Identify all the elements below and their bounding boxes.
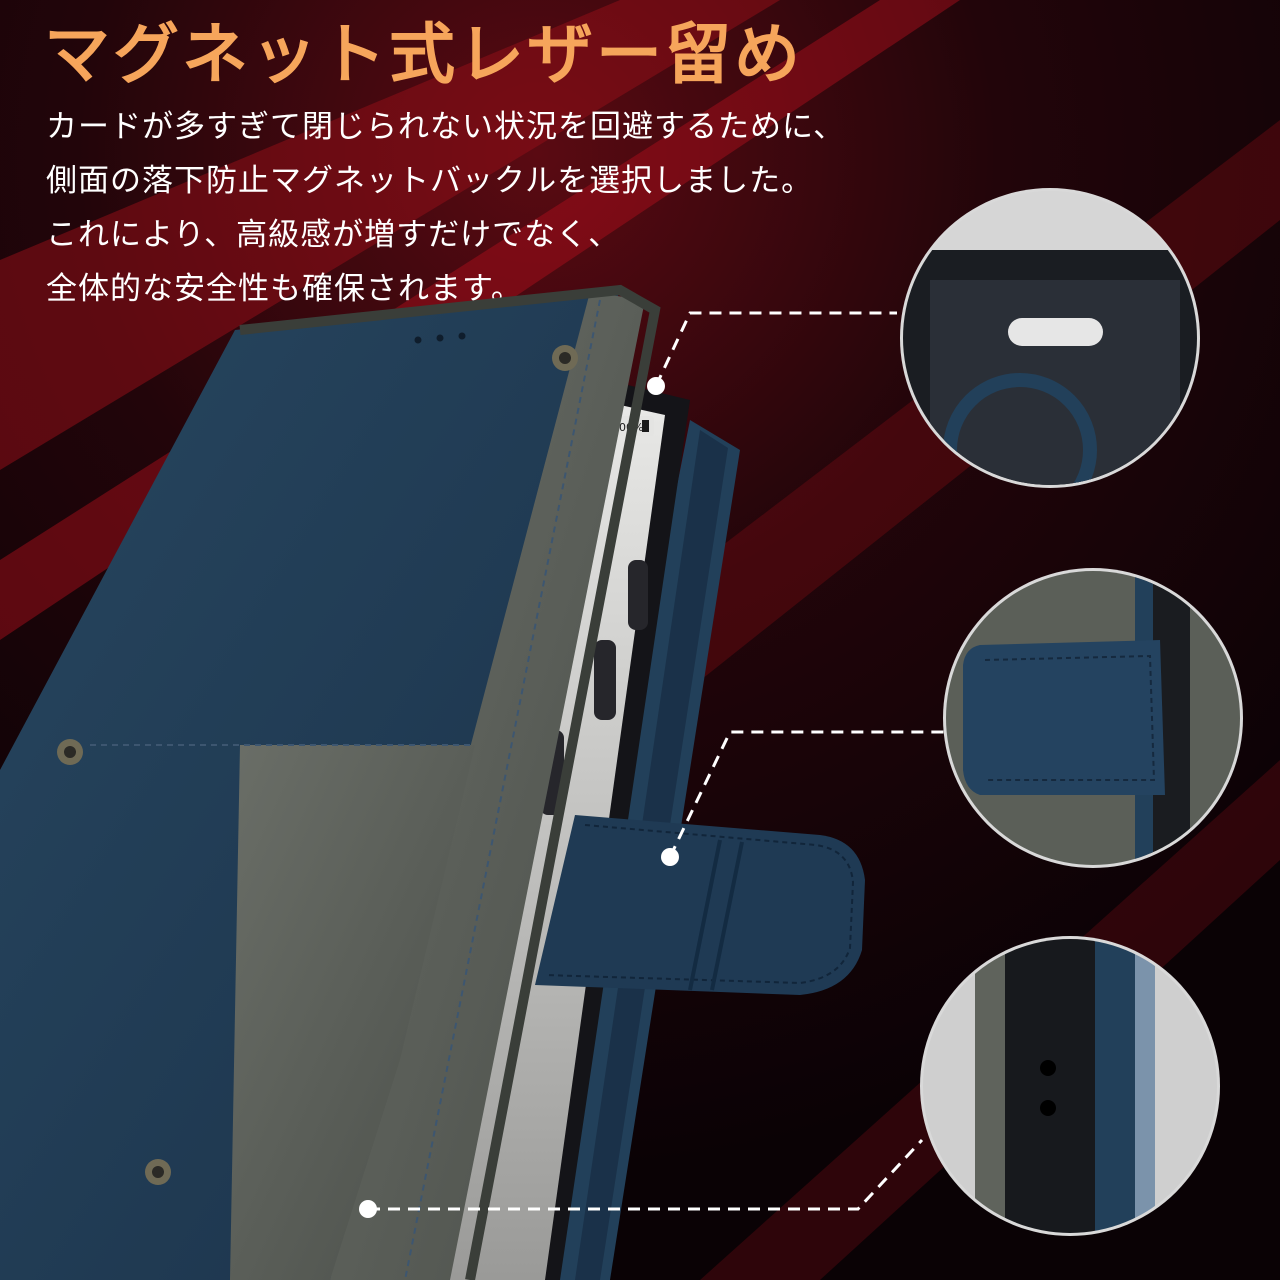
description-line: 側面の落下防止マグネットバックルを選択しました。 [46,163,814,199]
callout-dot [359,1200,377,1218]
detail-circle-camera [900,188,1200,488]
page-title: マグネット式レザー留め [44,16,803,93]
callout-lines [359,311,945,1218]
magnetic-strap [535,815,865,995]
battery-icon [642,420,649,432]
detail-circle-speaker [920,936,1220,1236]
description-line: カードが多すぎて閉じられない状況を回避するために、 [46,109,846,145]
detail-circle-clasp [943,568,1243,868]
rivet [552,345,578,371]
description: カードが多すぎて閉じられない状況を回避するために、 側面の落下防止マグネットバッ… [46,100,845,316]
rivet [57,739,83,765]
case-front-cover [0,284,661,1280]
callout-dot [647,377,665,395]
description-line: これにより、高級感が増すだけでなく、 [46,217,621,253]
description-line: 全体的な安全性も確保されます。 [46,271,523,307]
callout-dot [661,848,679,866]
side-button [628,560,648,630]
side-button [594,640,616,720]
rivet [145,1159,171,1185]
